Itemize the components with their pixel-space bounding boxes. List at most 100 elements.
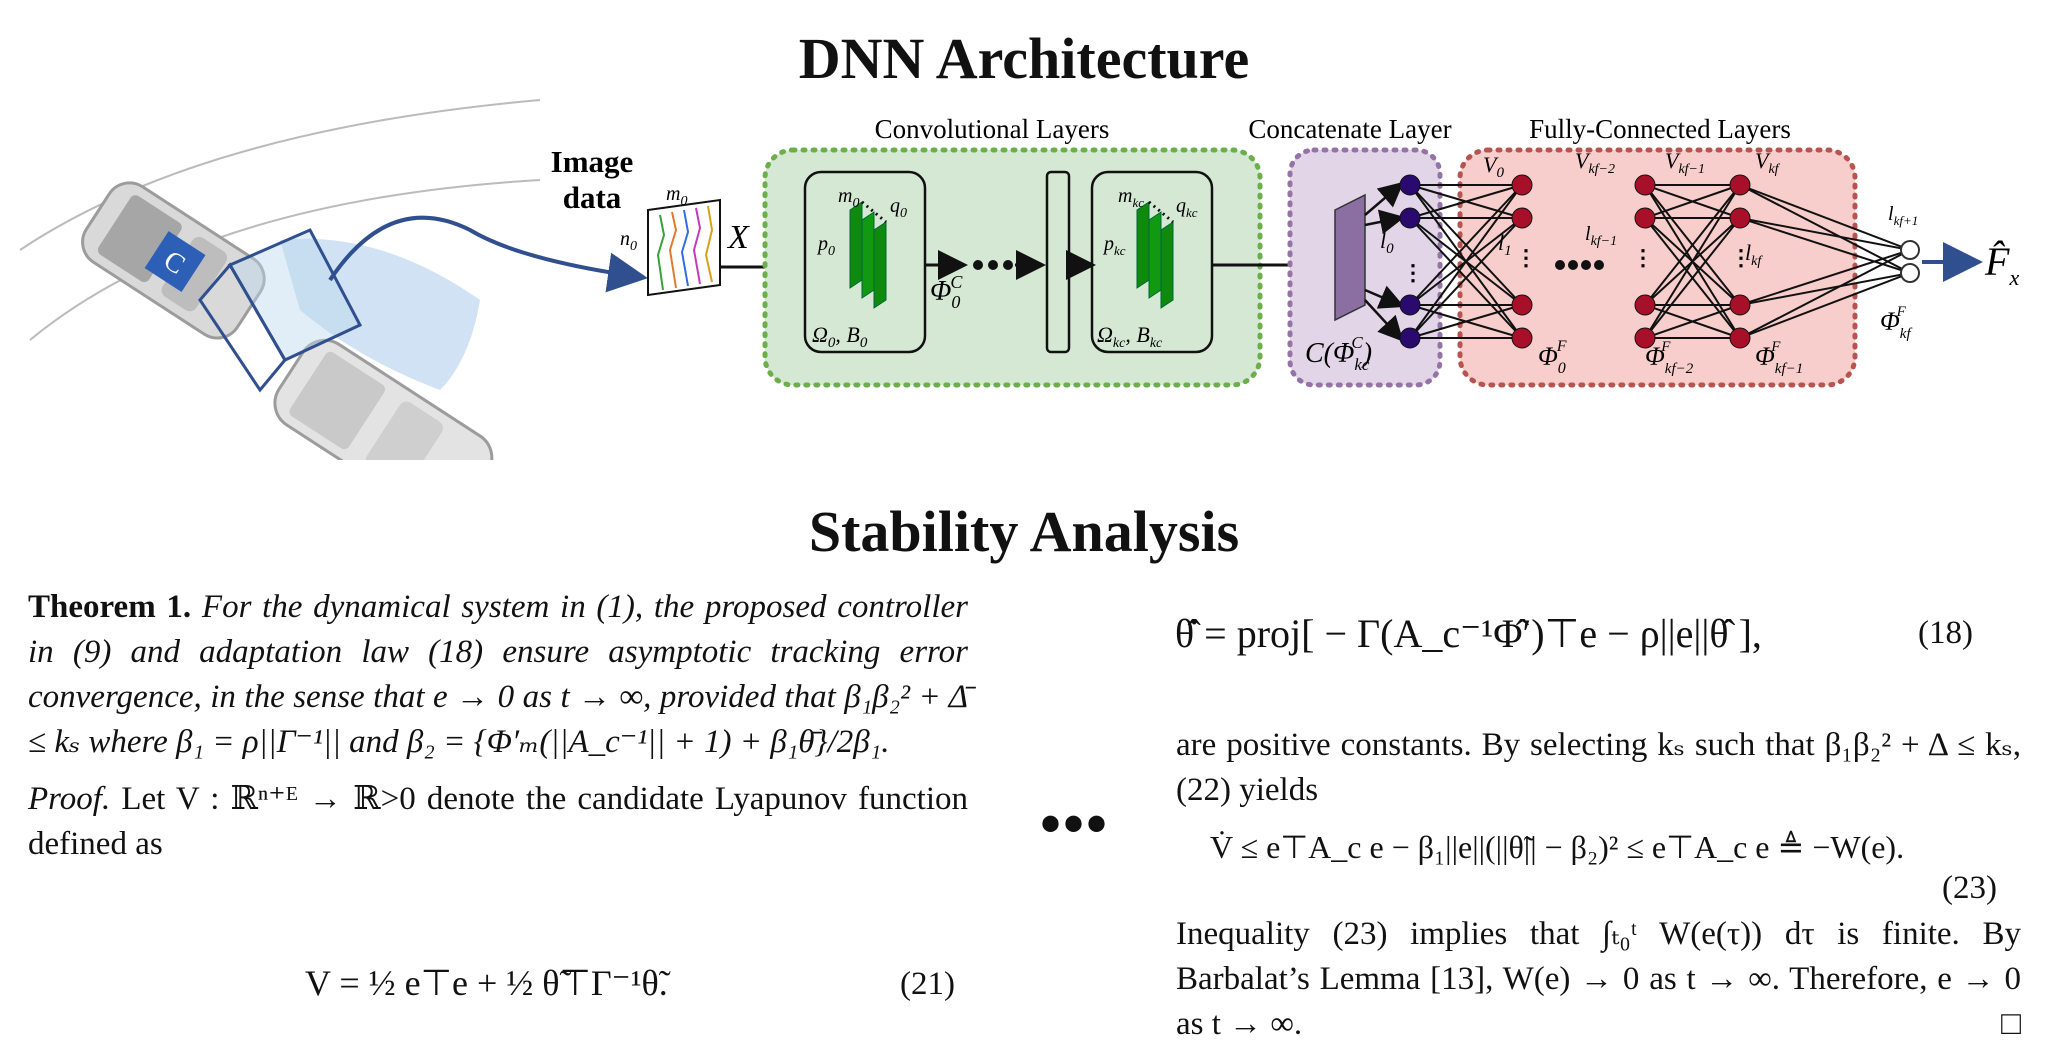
fc-edge (1739, 184, 1911, 251)
svg-text:p0: p0 (816, 233, 835, 259)
architecture-heading: DNN Architecture (798, 26, 1250, 91)
concat-vector (1334, 193, 1366, 322)
svg-text:⋮: ⋮ (1402, 260, 1424, 285)
concat-node (1399, 327, 1421, 349)
concat-arrows (1364, 181, 1405, 342)
svg-text:⋮: ⋮ (1632, 245, 1654, 270)
image-data-label-line2: data (563, 180, 622, 215)
fc-nodes (1399, 174, 1920, 349)
fc-layer0-node (1511, 327, 1533, 349)
svg-text:⋮: ⋮ (1730, 245, 1752, 270)
concat-node (1399, 207, 1421, 229)
fc-layerkf2-node (1634, 174, 1656, 196)
fc-edge (1739, 249, 1911, 339)
fc-edge (1644, 217, 1741, 339)
equation-23: V̇ ≤ e⊤A_c e − β₁||e||(||θ̃|| − β₂)² ≤ e… (1210, 829, 1905, 865)
svg-text:⋮: ⋮ (1515, 245, 1537, 270)
fc-edge (1739, 249, 1911, 306)
input-symbol: X (726, 219, 750, 256)
conv-layers-title: Convolutional Layers (875, 114, 1110, 144)
image-data-label-line1: Image (551, 144, 634, 179)
svg-text:q0: q0 (890, 195, 907, 221)
proof-paragraph: Proof. Let V : ℝⁿ⁺ᴱ → ℝ>0 denote the can… (28, 777, 968, 867)
svg-text:ΦkfF: ΦkfF (1880, 304, 1912, 342)
concat-layer-title: Concatenate Layer (1248, 114, 1451, 144)
fc-edge (1409, 184, 1523, 339)
fc-layerkf1-node (1729, 207, 1751, 229)
svg-text:Φ0F: Φ0F (1538, 338, 1567, 377)
fc-layer0-node (1511, 207, 1533, 229)
fc-edge (1409, 184, 1523, 306)
fc-layerkf2-node (1634, 327, 1656, 349)
concat-node (1399, 294, 1421, 316)
fc-edge (1739, 272, 1911, 339)
conv-block-0: m0 q0 p0 Ω0, B0 (803, 170, 927, 354)
fc-layerkf1-node (1729, 294, 1751, 316)
theorem-block: Theorem 1. For the dynamical system in (… (28, 585, 968, 867)
fc-labels: V0 Vkf−2 Vkf−1 Vkf l1 lkf−1 lkf lkf+1 Φ0… (1483, 148, 1918, 377)
vehicle-illustration: C (19, 99, 648, 460)
output-label: F̂x (1984, 239, 2019, 290)
right-paragraph-1: are positive constants. By selecting kₛ … (1176, 727, 2021, 808)
svg-text:qkc: qkc (1176, 195, 1198, 220)
fc-edge (1644, 304, 1741, 339)
omitted-content-ellipsis: ••• (1040, 791, 1110, 857)
output-node (1900, 240, 1920, 260)
svg-text:pkc: pkc (1102, 233, 1126, 258)
fc-ellipsis: ⋮ ⋮ ⋮ (1515, 245, 1752, 270)
right-paragraph-2-text: Inequality (23) implies that ∫ₜ₀ᵗ W(e(τ)… (1176, 916, 2021, 1042)
fc-edge (1409, 217, 1523, 339)
stability-heading: Stability Analysis (808, 499, 1240, 564)
input-image: m0 n0 (620, 183, 721, 297)
qed-symbol: □ (2001, 1006, 2021, 1042)
theorem-body: For the dynamical system in (1), the pro… (28, 589, 969, 760)
fc-layer0-node (1511, 174, 1533, 196)
dnn-architecture-diagram: C Image data m0 n0 X Convolutional Layer… (19, 99, 2019, 460)
theorem-paragraph: Theorem 1. For the dynamical system in (… (28, 585, 968, 765)
svg-text:Vkf−2: Vkf−2 (1575, 148, 1615, 177)
svg-text:Ωkc, Bkc: Ωkc, Bkc (1097, 322, 1163, 351)
fc-edge (1409, 304, 1523, 339)
equation-21: V = ½ e⊤e + ½ θ̃⊤Γ⁻¹θ̃. (305, 963, 668, 1003)
equation-23-number: (23) (1942, 870, 1997, 906)
concat-node (1399, 174, 1421, 196)
svg-text:Ω0, B0: Ω0, B0 (812, 322, 868, 351)
fc-edge (1644, 184, 1741, 306)
conv-layers-box (762, 147, 1263, 388)
fc-layers-title: Fully-Connected Layers (1529, 114, 1791, 144)
svg-text:m0: m0 (838, 185, 859, 211)
svg-text:lkf: lkf (1745, 240, 1763, 269)
svg-text:lkf−1: lkf−1 (1585, 223, 1617, 249)
equation-21-number: (21) (900, 966, 955, 1002)
svg-text:Φkf−1F: Φkf−1F (1755, 339, 1803, 377)
svg-text:mkc: mkc (1118, 185, 1144, 210)
right-paragraph-2: Inequality (23) implies that ∫ₜ₀ᵗ W(e(τ)… (1176, 912, 2021, 1047)
fc-edge (1644, 184, 1741, 339)
svg-text:V0: V0 (1483, 152, 1504, 181)
l0-label: l0 (1380, 228, 1394, 257)
svg-text:Φkf−2F: Φkf−2F (1645, 339, 1694, 377)
fc-layerkf2-node (1634, 294, 1656, 316)
fc-connections (1409, 184, 1911, 339)
svg-text:lkf+1: lkf+1 (1888, 203, 1918, 228)
fc-layerkf1-node (1729, 174, 1751, 196)
svg-text:m0: m0 (666, 183, 687, 209)
fc-layerkf1-node (1729, 327, 1751, 349)
output-node (1900, 263, 1920, 283)
concat-label: C(ΦkcC) (1305, 333, 1372, 374)
proof-label: Proof. (28, 781, 111, 817)
fc-edge (1739, 217, 1911, 251)
theorem-label: Theorem 1. (28, 589, 192, 625)
proof-body: Let V : ℝⁿ⁺ᴱ → ℝ>0 denote the candidate … (28, 781, 968, 862)
svg-text:n0: n0 (620, 228, 637, 254)
equation-18: θ̂̇ = proj[ − Γ(A_c⁻¹Φ̂′)⊤e − ρ||e||θ̂ ]… (1175, 611, 1762, 656)
svg-text:Vkf−1: Vkf−1 (1665, 148, 1705, 177)
equation-18-number: (18) (1918, 615, 1973, 651)
svg-text:l1: l1 (1498, 230, 1512, 259)
fc-edge (1644, 184, 1741, 219)
fc-edge (1409, 184, 1523, 219)
fc-layerkf2-node (1634, 207, 1656, 229)
svg-text:Vkf: Vkf (1755, 148, 1781, 177)
fc-layer0-node (1511, 294, 1533, 316)
fc-edge (1739, 272, 1911, 306)
